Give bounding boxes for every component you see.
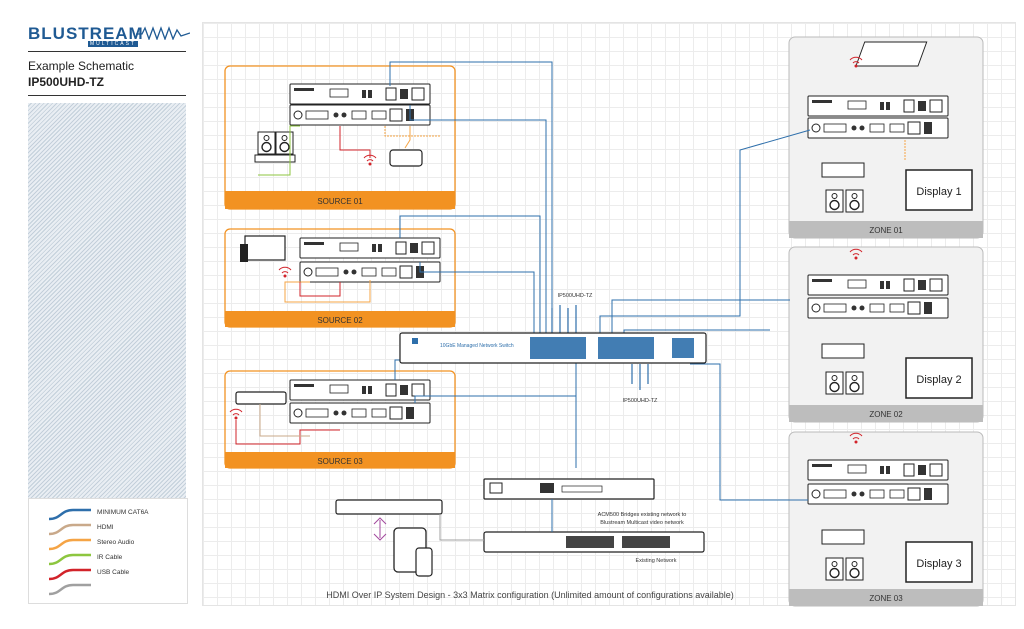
acm500-unit: ACM500 Bridges existing network to Blust…: [483, 478, 687, 526]
legend-row-grey: [47, 582, 187, 596]
keyboard-icon: [855, 41, 928, 67]
network-switch: 10GbE Managed Network Switch IP500UHD-TZ…: [399, 293, 707, 404]
footer-caption: HDMI Over IP System Design - 3x3 Matrix …: [326, 590, 734, 600]
legend-label: MINIMUM CAT6A: [97, 509, 149, 516]
control-processor-icon: [335, 499, 443, 515]
zone-02: Display 2 ZONE 02: [788, 246, 984, 423]
cable-legend: MINIMUM CAT6A HDMI Stereo Audio IR Cable…: [28, 498, 188, 604]
left-panel: BLUSTREAM MULTICAST Example Schematic IP…: [0, 0, 200, 629]
zone-label: ZONE 01: [869, 226, 903, 235]
zone-01: Display 1 ZONE 01: [788, 36, 984, 239]
zone-03: Display 3 ZONE 03: [788, 431, 984, 607]
hatched-panel: [28, 103, 186, 498]
display-screen: [905, 357, 973, 399]
source-label: SOURCE 02: [317, 316, 363, 325]
zone-label: ZONE 03: [869, 594, 903, 603]
wireless-link-icon: [373, 517, 387, 541]
display-label: Display 2: [916, 374, 961, 386]
zone-bar: [789, 221, 983, 238]
existing-network-switch: Existing Network: [483, 531, 705, 564]
source-03: SOURCE 03: [224, 370, 456, 469]
rx-model-label: IP500UHD-TZ: [623, 398, 658, 404]
header-rule-bottom: [28, 95, 186, 96]
source-01: SOURCE 01: [224, 65, 456, 210]
logo-text: BLUSTREAM: [28, 24, 144, 43]
set-top-box-icon: [235, 391, 287, 405]
switch-label: 10GbE Managed Network Switch: [440, 343, 514, 349]
zone-label: ZONE 02: [869, 410, 903, 419]
acm-note-1: ACM500 Bridges existing network to: [598, 512, 687, 518]
display-label: Display 1: [916, 186, 961, 198]
legend-row-ir: IR Cable: [47, 552, 187, 566]
source-label: SOURCE 01: [317, 197, 363, 206]
logo-subtext: MULTICAST: [88, 41, 138, 47]
legend-row-audio: Stereo Audio: [47, 537, 187, 551]
source-bar: [225, 452, 455, 468]
pc-monitor-icon: [244, 235, 286, 261]
source-bar: [225, 191, 455, 209]
legend-row-cat6a: MINIMUM CAT6A: [47, 507, 187, 521]
display-screen: [905, 169, 973, 211]
display-screen: [905, 541, 973, 583]
display-label: Display 3: [916, 558, 961, 570]
model-title: IP500UHD-TZ: [28, 75, 105, 89]
source-02: SOURCE 02: [224, 228, 456, 328]
legend-row-usb: USB Cable: [47, 567, 187, 581]
blustream-logo: BLUSTREAM MULTICAST: [28, 24, 193, 50]
cat6a-cables: [389, 61, 811, 501]
source-label: SOURCE 03: [317, 457, 363, 466]
tx-model-label: IP500UHD-TZ: [558, 293, 593, 299]
legend-row-hdmi: HDMI: [47, 522, 187, 536]
legend-label: IR Cable: [97, 554, 123, 561]
media-player-icon: [389, 149, 423, 167]
existing-network-label: Existing Network: [636, 558, 677, 564]
source-bar: [225, 311, 455, 327]
zone-bar: [789, 589, 983, 606]
phone-icon: [415, 547, 433, 577]
legend-label: USB Cable: [97, 569, 130, 576]
logo-wave-icon: [136, 26, 190, 40]
zone-bar: [789, 405, 983, 422]
acm-note-2: Blustream Multicast video network: [600, 520, 684, 526]
legend-label: Stereo Audio: [97, 539, 135, 546]
header-rule-top: [28, 51, 186, 52]
legend-label: HDMI: [97, 524, 114, 531]
schematic-subtitle: Example Schematic: [28, 59, 135, 73]
